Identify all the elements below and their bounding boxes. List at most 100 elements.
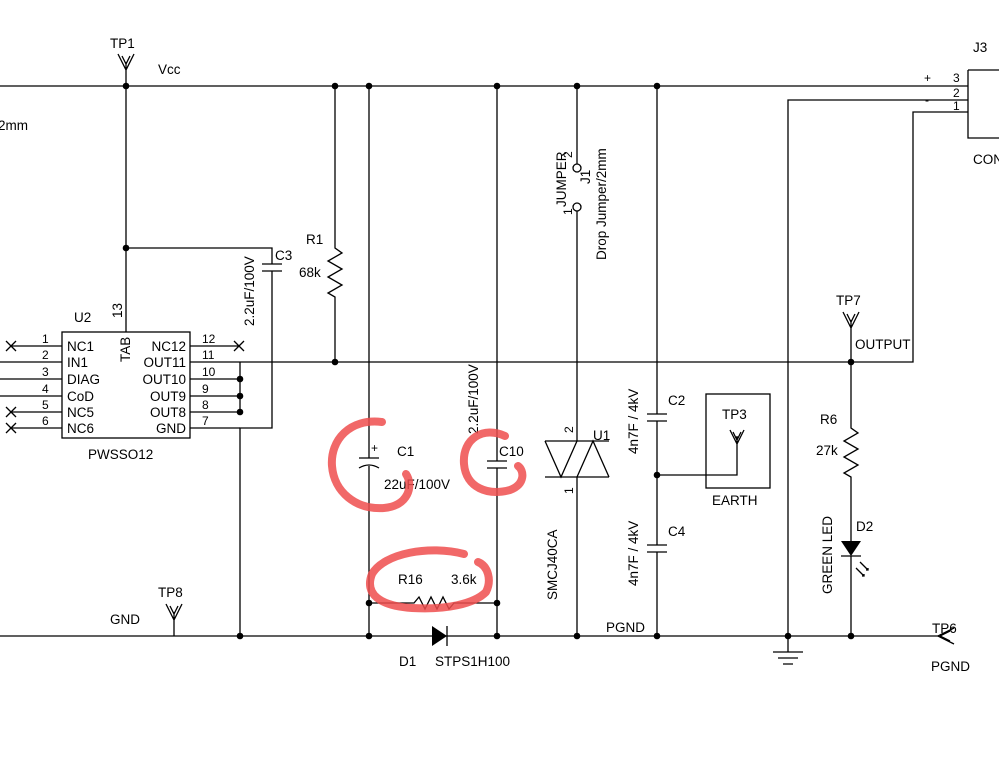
c3-ref: C3 bbox=[275, 248, 292, 263]
junction-dot bbox=[365, 82, 373, 90]
diode-d1: D1 STPS1H100 bbox=[399, 626, 510, 669]
u2-pin-name-nc6: NC6 bbox=[67, 421, 94, 436]
u2-pin-name-out9: OUT9 bbox=[150, 389, 186, 404]
output-net-label: OUTPUT bbox=[855, 337, 911, 352]
junction-dot bbox=[573, 632, 581, 640]
u1-pin1: 1 bbox=[562, 487, 576, 494]
j1-pad-2 bbox=[572, 163, 582, 173]
earth-label: EARTH bbox=[712, 493, 758, 508]
j1-pin2: 2 bbox=[561, 151, 575, 158]
resistor-r1: R1 68k bbox=[299, 86, 344, 362]
r1-ref: R1 bbox=[306, 232, 323, 247]
u2-part: PWSSO12 bbox=[88, 447, 153, 462]
junction-dot bbox=[122, 244, 130, 252]
tp8-label: TP8 bbox=[158, 585, 183, 600]
u2-pin-num-5: 5 bbox=[42, 398, 49, 412]
gnd-net-label: GND bbox=[110, 612, 140, 627]
led-d2: D2 GREEN LED bbox=[820, 516, 873, 636]
d2-ref: D2 bbox=[856, 519, 873, 534]
j3-pin2: 2 bbox=[953, 86, 960, 100]
d2-label: GREEN LED bbox=[820, 516, 835, 594]
c4-ref: C4 bbox=[668, 524, 686, 539]
resistor-r6: R6 27k bbox=[816, 362, 860, 541]
c4-value: 4n7F / 4kV bbox=[626, 521, 641, 586]
r16-value: 3.6k bbox=[451, 572, 477, 587]
u2-pin-name-gnd: GND bbox=[156, 421, 186, 436]
j1-pad-1 bbox=[572, 202, 582, 212]
j1-pin1: 1 bbox=[561, 208, 575, 215]
testpoint-tp1: TP1 bbox=[110, 36, 135, 86]
j1-ref: J1 bbox=[578, 170, 593, 184]
u2-pin-num-9: 9 bbox=[202, 382, 209, 396]
u2-pin-name-nc5: NC5 bbox=[67, 405, 94, 420]
c10-circle-mark bbox=[459, 428, 527, 496]
junction-dot bbox=[847, 632, 855, 640]
vcc-net-label: Vcc bbox=[158, 62, 181, 77]
u2-pin-name-in1: IN1 bbox=[67, 355, 88, 370]
jumper-j1: JUMPER J1 2 1 Drop Jumper/2mm bbox=[554, 86, 609, 441]
u2-tab-label: TAB bbox=[118, 337, 133, 362]
c1-circle-mark bbox=[327, 417, 414, 513]
u2-pin-num-4: 4 bbox=[42, 382, 49, 396]
tp7-label: TP7 bbox=[836, 293, 861, 308]
u2-pin-num-10: 10 bbox=[202, 365, 216, 379]
junction-dot bbox=[331, 358, 339, 366]
junction-dot bbox=[236, 632, 244, 640]
c10-value: 2.2uF/100V bbox=[466, 364, 481, 434]
chassis-ground bbox=[773, 99, 938, 665]
tp3-label: TP3 bbox=[722, 407, 747, 422]
ic-u2: 13 TAB U2 PWSSO12 1 2 3 4 5 6 NC1 IN1 DI… bbox=[0, 86, 335, 462]
capacitor-c3: C3 2.2uF/100V bbox=[126, 247, 292, 636]
junction-dot bbox=[784, 632, 792, 640]
junction-dot bbox=[365, 599, 373, 607]
junction-dot bbox=[236, 375, 244, 383]
c2-ref: C2 bbox=[668, 393, 685, 408]
junction-dots bbox=[122, 82, 855, 640]
c10-ref: C10 bbox=[499, 444, 524, 459]
junction-dot bbox=[493, 82, 501, 90]
testpoint-tp8: TP8 bbox=[158, 585, 183, 636]
testpoint-tp7: TP7 OUTPUT bbox=[836, 293, 911, 362]
u2-pin-name-diag: DIAG bbox=[67, 372, 100, 387]
u2-pin-num-11: 11 bbox=[202, 348, 215, 362]
tp6-label: TP6 bbox=[932, 621, 957, 636]
junction-dot bbox=[573, 82, 581, 90]
u2-ref: U2 bbox=[74, 310, 91, 325]
u2-pin-name-out11: OUT11 bbox=[143, 355, 186, 370]
capacitor-c4: C4 4n7F / 4kV bbox=[626, 521, 686, 636]
c3-value: 2.2uF/100V bbox=[242, 256, 257, 326]
c1-polarity: + bbox=[371, 441, 378, 455]
u2-pin-num-3: 3 bbox=[42, 365, 49, 379]
u2-pin-num-12: 12 bbox=[202, 332, 216, 346]
r1-value: 68k bbox=[299, 265, 321, 280]
junction-dot bbox=[122, 82, 130, 90]
d1-triangle bbox=[432, 626, 447, 646]
j3-label: CON bbox=[973, 152, 999, 167]
u2-pin-num-7: 7 bbox=[202, 414, 209, 428]
pgnd-label-center: PGND bbox=[606, 620, 645, 635]
j3-pin3: 3 bbox=[953, 71, 960, 85]
junction-dot bbox=[493, 632, 501, 640]
j3-plus: + bbox=[924, 71, 931, 85]
u2-pin-name-out10: OUT10 bbox=[142, 372, 186, 387]
c1-ref: C1 bbox=[397, 444, 414, 459]
capacitor-c10: C10 2.2uF/100V bbox=[466, 86, 524, 636]
junction-dot bbox=[331, 82, 339, 90]
u2-pin-name-nc1: NC1 bbox=[67, 339, 94, 354]
u1-ref: U1 bbox=[593, 428, 610, 443]
j3-minus: - bbox=[925, 93, 929, 107]
tvs-u1: U1 2 1 SMCJ40CA bbox=[544, 426, 610, 636]
u2-pin-name-nc12: NC12 bbox=[151, 339, 186, 354]
r16-circle-mark bbox=[366, 546, 493, 613]
c2-value: 4n7F / 4kV bbox=[626, 389, 641, 454]
j1-note: Drop Jumper/2mm bbox=[594, 148, 609, 260]
junction-dot bbox=[653, 632, 661, 640]
u2-pin-num-6: 6 bbox=[42, 414, 49, 428]
j3-pin1: 1 bbox=[953, 99, 960, 113]
r16-ref: R16 bbox=[398, 572, 423, 587]
d2-triangle bbox=[841, 541, 861, 556]
connector-j3: J3 CON 3 2 1 + - bbox=[924, 40, 999, 167]
cropped-text-fragment: 2mm bbox=[0, 118, 28, 133]
c1-value: 22uF/100V bbox=[384, 477, 450, 492]
